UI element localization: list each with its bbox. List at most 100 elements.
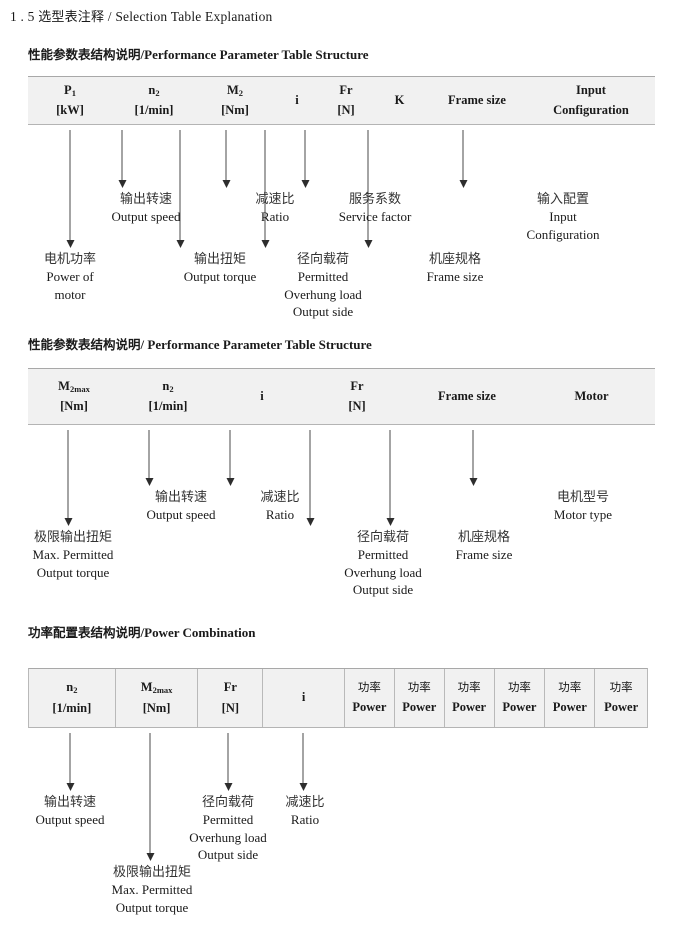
table-3-col-power-6-cn: 功率 (609, 679, 633, 694)
arrow-motor-type (469, 430, 478, 486)
arrow-output-speed (118, 130, 127, 188)
table-2-col-n2-unit: [1/min] (148, 399, 188, 413)
arrow-output-speed-3 (66, 733, 75, 791)
table-2-col-n2-symbol: n (162, 378, 170, 393)
page-title-cn: 选型表注释 (38, 10, 105, 25)
table-1-col-n2-subscript: 2 (155, 87, 160, 98)
performance-table-1: P1 [kW] n2 [1/min] M2 [Nm] i Fr [N] K Fr… (28, 76, 655, 125)
arrow-output-speed-2 (145, 430, 154, 486)
table-1-col-m2: M2 [Nm] (196, 77, 274, 124)
table-1-col-fr-unit: [N] (337, 103, 355, 117)
table-1-col-m2-symbol: M (226, 82, 239, 97)
note-permitted-overhung-load: 径向载荷 Permitted Overhung load Output side (284, 252, 362, 319)
section-2-subtitle: 性能参数表结构说明/ Performance Parameter Table S… (28, 334, 372, 354)
table-2-col-motor-label: Motor (574, 388, 609, 403)
section-3-subtitle-en: Power Combination (144, 625, 256, 640)
section-1-subtitle-en: Performance Parameter Table Structure (144, 47, 369, 62)
section-1-subtitle-sep: / (140, 47, 145, 62)
table-2-col-m2max-subscript: 2max (69, 383, 90, 394)
table-3-col-fr-unit: [N] (221, 700, 240, 715)
note-permitted-overhung-load-2: 径向载荷 Permitted Overhung load Output side (344, 530, 422, 597)
table-2-col-frame-size-label: Frame size (438, 388, 496, 403)
arrow-frame-size-2 (386, 430, 395, 526)
note-power-of-motor: 电机功率 Power of motor (43, 252, 97, 302)
table-2-col-m2max: M2max [Nm] (28, 369, 120, 424)
table-3-col-power-2-cn: 功率 (407, 679, 431, 694)
table-2-col-i: i (216, 369, 308, 424)
note-service-factor: 服务系数 Service factor (338, 192, 412, 225)
table-2-col-fr-unit: [N] (348, 399, 366, 413)
section-1-subtitle-cn: 性能参数表结构说明 (28, 47, 141, 62)
table-3-col-n2-unit: [1/min] (52, 700, 92, 715)
table-3-col-power-5: 功率 Power (545, 669, 596, 727)
table-1-col-input-configuration-line1: Input (576, 82, 606, 97)
table-3-col-i-symbol: i (301, 690, 306, 705)
arrow-service-factor (301, 130, 310, 188)
table-1-col-frame-size-label: Frame size (448, 92, 506, 107)
power-combination-table: n2 [1/min] M2max [Nm] Fr [N] i 功率 Power … (28, 668, 648, 728)
table-3-col-power-3: 功率 Power (445, 669, 495, 727)
section-2-subtitle-cn: 性能参数表结构说明 (28, 337, 141, 352)
note-output-speed: 输出转速 Output speed (111, 192, 181, 225)
table-1-col-m2-unit: [Nm] (221, 103, 249, 117)
table-1-col-fr: Fr [N] (320, 77, 372, 124)
table-3-col-fr-symbol: Fr (223, 680, 237, 695)
table-2-col-n2-subscript: 2 (169, 383, 174, 394)
note-ratio-3: 减速比 Ratio (285, 795, 325, 828)
table-3-col-power-6: 功率 Power (595, 669, 647, 727)
section-3-subtitle: 功率配置表结构说明/Power Combination (28, 622, 256, 642)
table-1-col-input-configuration-line2: Configuration (553, 103, 629, 117)
table-1-col-p1: P1 [kW] (28, 77, 112, 124)
table-1-col-i: i (274, 77, 320, 124)
arrow-max-permitted-output-torque (64, 430, 73, 526)
table-3-col-power-1-en: Power (352, 699, 387, 714)
table-1-col-frame-size: Frame size (427, 77, 527, 124)
arrow-permitted-overhung-load-2 (306, 430, 315, 526)
table-3-col-power-4-en: Power (502, 699, 537, 714)
arrow-ratio-2 (226, 430, 235, 486)
note-frame-size: 机座规格 Frame size (426, 252, 484, 285)
section-1-subtitle: 性能参数表结构说明/Performance Parameter Table St… (28, 44, 369, 64)
page-title: 1 . 5 选型表注释 / Selection Table Explanatio… (10, 6, 273, 25)
note-output-speed-3: 输出转速 Output speed (35, 795, 105, 828)
table-3-col-power-3-cn: 功率 (457, 679, 481, 694)
table-3-col-power-1: 功率 Power (345, 669, 395, 727)
table-1-col-input-configuration: Input Configuration (527, 77, 655, 124)
table-1-col-n2: n2 [1/min] (112, 77, 196, 124)
table-1-col-p1-symbol: P (64, 82, 72, 97)
table-3-col-m2max-subscript: 2max (152, 685, 173, 696)
arrow-output-torque (176, 130, 185, 248)
table-3-col-i: i (263, 669, 345, 727)
note-motor-type: 电机型号 Motor type (553, 490, 613, 523)
table-1-col-fr-symbol: Fr (339, 82, 353, 97)
table-3-col-power-4-cn: 功率 (507, 679, 531, 694)
note-output-speed-2: 输出转速 Output speed (146, 490, 216, 523)
section-2-subtitle-sep: / (140, 337, 148, 352)
table-3-col-n2: n2 [1/min] (29, 669, 116, 727)
table-1-col-k-symbol: K (394, 92, 405, 107)
section-3-subtitle-cn: 功率配置表结构说明 (28, 625, 141, 640)
note-permitted-overhung-load-3: 径向载荷 Permitted Overhung load Output side (189, 795, 267, 862)
table-2-col-m2max-symbol: M (58, 378, 70, 393)
table-3-col-power-5-en: Power (552, 699, 587, 714)
table-2-col-frame-size: Frame size (406, 369, 528, 424)
table-3-col-m2max-unit: [Nm] (142, 700, 171, 715)
arrow-frame-size (364, 130, 373, 248)
table-3-col-fr: Fr [N] (198, 669, 264, 727)
page-title-slash: / (107, 9, 112, 24)
table-3-col-power-4: 功率 Power (495, 669, 546, 727)
table-3-col-m2max: M2max [Nm] (116, 669, 199, 727)
arrow-input-configuration (459, 130, 468, 188)
note-frame-size-2: 机座规格 Frame size (455, 530, 513, 563)
performance-table-2: M2max [Nm] n2 [1/min] i Fr [N] Frame siz… (28, 368, 655, 425)
table-3-col-power-1-cn: 功率 (357, 679, 381, 694)
page-title-number: 1 . 5 (10, 9, 35, 24)
table-2-col-n2: n2 [1/min] (120, 369, 216, 424)
note-max-permitted-output-torque-3: 极限输出扭矩 Max. Permitted Output torque (111, 865, 193, 915)
table-3-col-power-2-en: Power (402, 699, 437, 714)
note-max-permitted-output-torque: 极限输出扭矩 Max. Permitted Output torque (32, 530, 114, 580)
table-2-col-motor: Motor (528, 369, 655, 424)
table-2-col-m2max-unit: [Nm] (60, 399, 88, 413)
table-2-col-i-symbol: i (260, 388, 264, 403)
arrow-ratio-3 (299, 733, 308, 791)
